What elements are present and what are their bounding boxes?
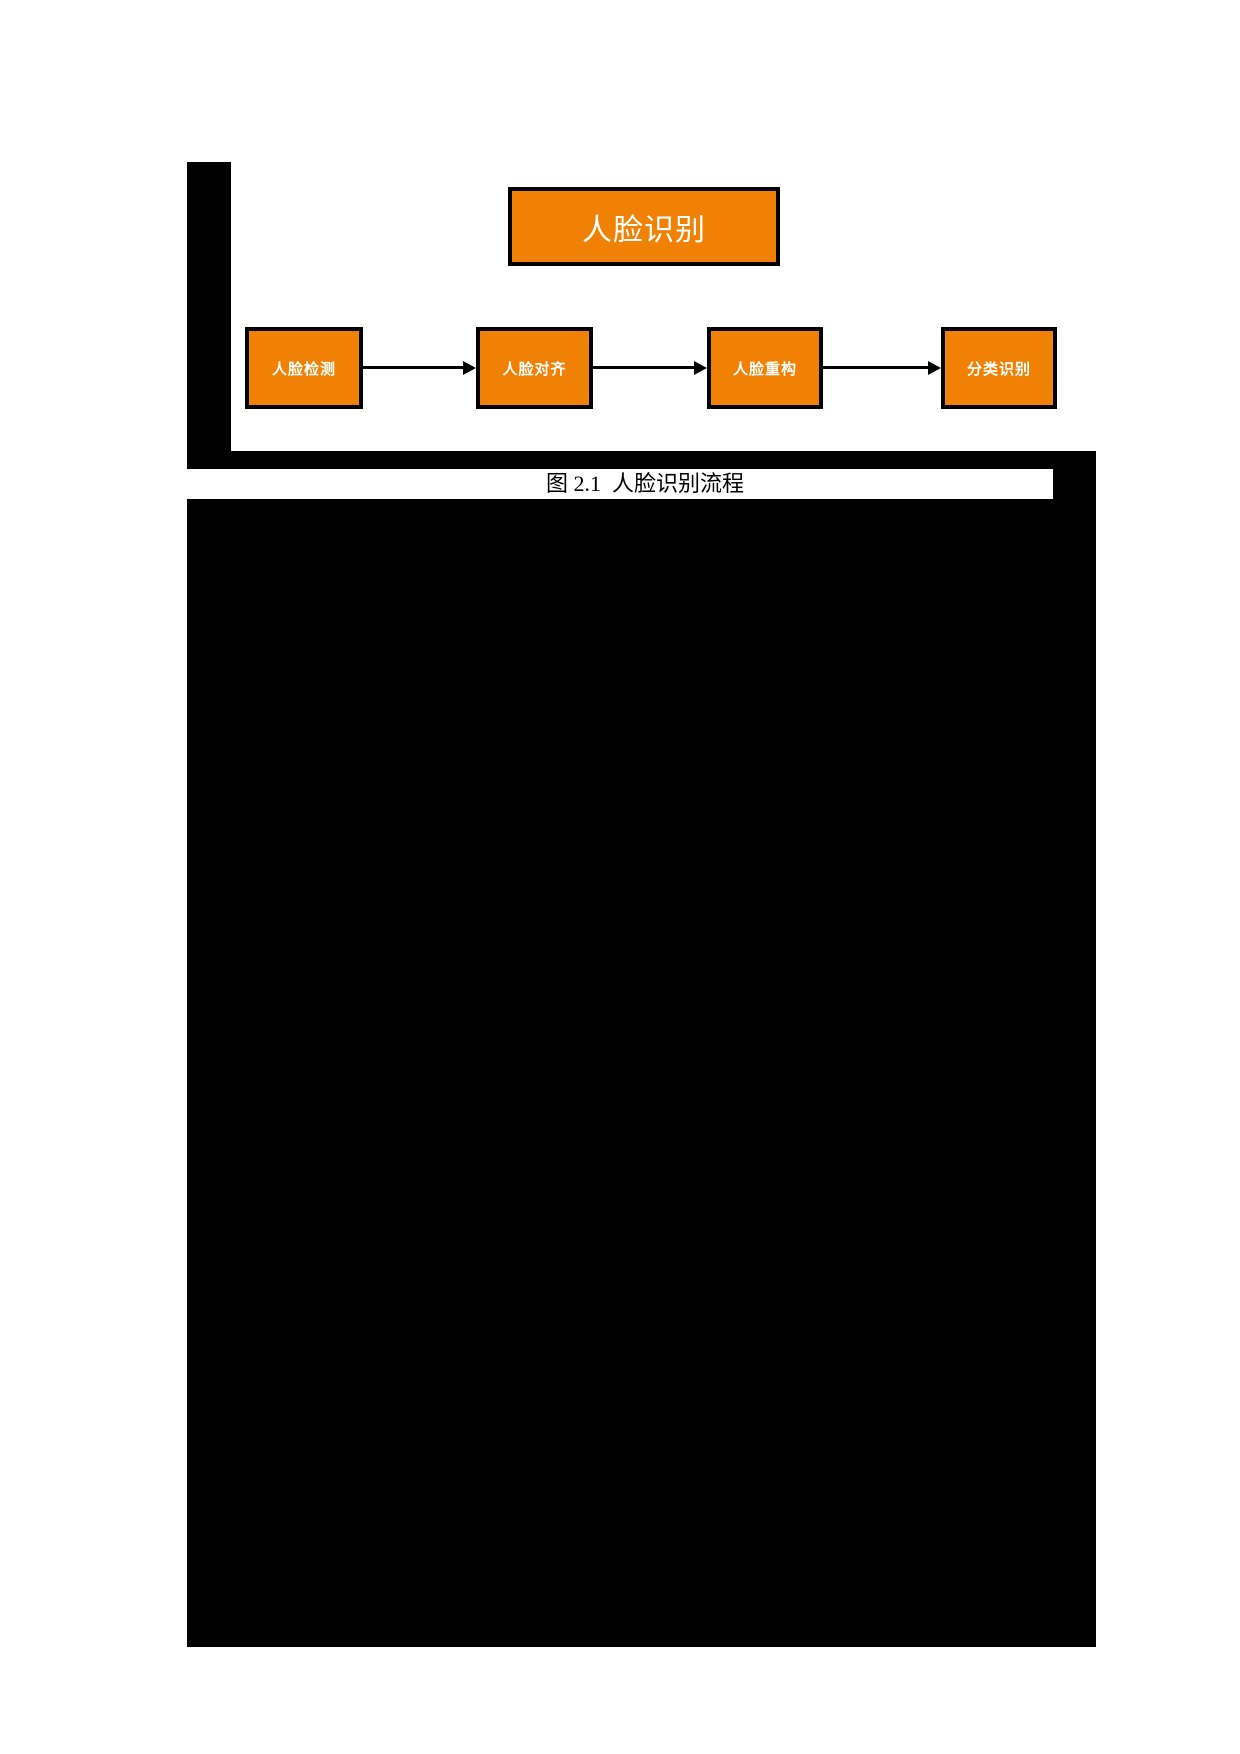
arrow-shaft [363, 366, 465, 369]
figure-caption: 图 2.1 人脸识别流程 [545, 471, 744, 496]
flow-step-label: 人脸重构 [732, 360, 797, 378]
flow-step-label: 人脸对齐 [502, 360, 567, 378]
arrowhead-right-icon [463, 361, 476, 375]
flow-arrow-3 [823, 361, 941, 375]
arrow-shaft [823, 366, 930, 369]
flow-step-label: 人脸检测 [271, 360, 336, 378]
figure-title-box: 人脸识别 [508, 187, 780, 266]
arrow-shaft [593, 366, 696, 369]
flow-step-box-face-alignment: 人脸对齐 [476, 327, 593, 409]
figure-title-label: 人脸识别 [582, 213, 706, 247]
flow-step-box-classification: 分类识别 [941, 327, 1057, 409]
flow-step-box-face-reconstruction: 人脸重构 [707, 327, 823, 409]
arrowhead-right-icon [694, 361, 707, 375]
flow-arrow-1 [363, 361, 476, 375]
flow-arrow-2 [593, 361, 707, 375]
arrowhead-right-icon [928, 361, 941, 375]
redacted-block-body [187, 451, 1096, 1647]
flow-step-label: 分类识别 [966, 360, 1031, 378]
flow-step-box-face-detection: 人脸检测 [245, 327, 363, 409]
caption-band [187, 469, 1053, 499]
redacted-block-vertical [187, 162, 231, 469]
